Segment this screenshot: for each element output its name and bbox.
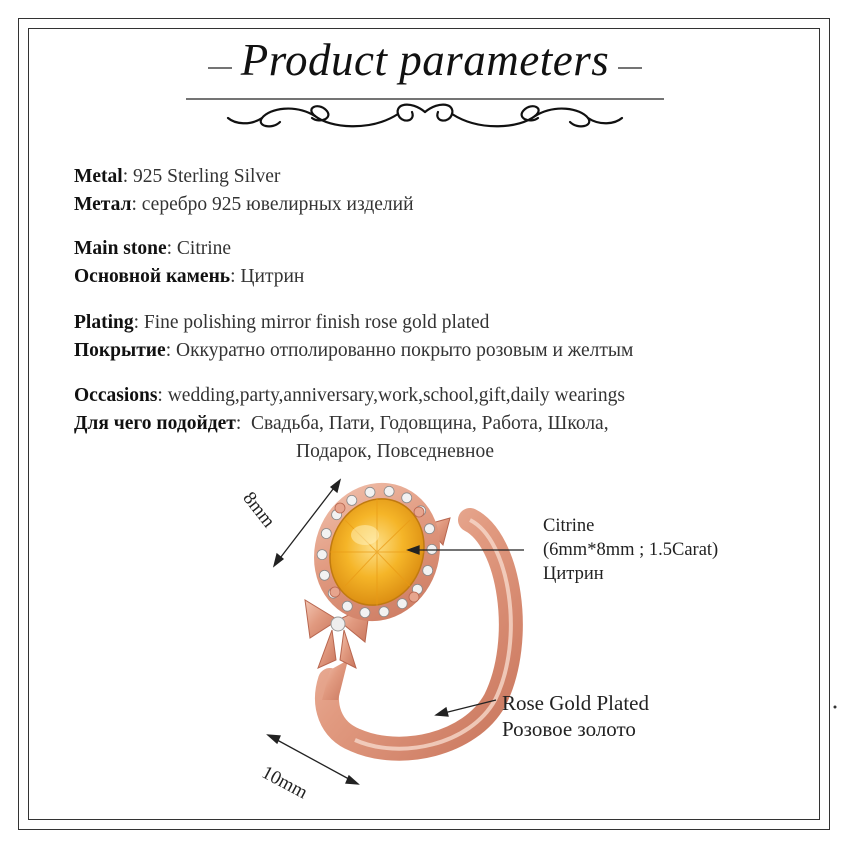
halo-stone [319, 569, 330, 581]
stone-name-ru: Цитрин [543, 564, 604, 584]
halo-stone [383, 485, 395, 497]
halo-stone [424, 523, 435, 535]
flourish-icon [226, 103, 624, 128]
param-label: Для чего подойдет [74, 413, 236, 434]
halo-stone [422, 565, 434, 576]
param-label: Plating [74, 312, 134, 333]
param-value: Свадьба, Пати, Годовщина, Работа, Школа, [250, 413, 609, 434]
param-sep: : [166, 238, 177, 259]
halo-stone [359, 607, 371, 618]
param-occasions: Occasions: wedding,party,anniversary,wor… [74, 382, 625, 466]
citrine-stone [329, 498, 425, 606]
title-background [232, 36, 618, 92]
param-sep: : [131, 194, 142, 215]
halo-stone [364, 486, 376, 498]
halo-stone [378, 606, 390, 618]
param-value: серебро 925 ювелирных изделий [141, 194, 414, 215]
halo-stone [401, 492, 413, 504]
dot-mark [833, 705, 837, 709]
page-title: Product parameters [240, 35, 610, 85]
param-label: Покрытие [74, 340, 166, 361]
stone-annotation: Citrine (6mm*8mm ; 1.5Carat) Цитрин [543, 514, 718, 586]
param-value: 925 Sterling Silver [133, 166, 281, 187]
outer-frame [18, 18, 830, 830]
plating-annotation: Rose Gold Plated Розовое золото [502, 690, 649, 742]
param-label: Main stone [74, 238, 167, 259]
plating-ru: Розовое золото [502, 717, 636, 741]
param-value: Fine polishing mirror finish rose gold p… [143, 312, 490, 333]
stone-size: (6mm*8mm ; 1.5Carat) [543, 540, 719, 560]
plating-en: Rose Gold Plated [502, 691, 649, 715]
param-value: Оккуратно отполированно покрыто розовым … [176, 340, 634, 361]
param-metal: Metal: 925 Sterling Silver Метал: серебр… [74, 163, 414, 219]
param-value: wedding,party,anniversary,work,school,gi… [167, 385, 625, 406]
dimension-arrows [266, 478, 524, 785]
param-value: Подарок, Повседневное [296, 441, 495, 462]
param-plating: Plating: Fine polishing mirror finish ro… [74, 309, 633, 365]
stone-name-en: Citrine [543, 516, 595, 536]
param-value: Citrine [176, 238, 232, 259]
halo-stone [316, 549, 328, 560]
prongs [329, 502, 425, 603]
param-label: Основной камень [74, 266, 231, 287]
param-sep: : [165, 340, 176, 361]
param-main-stone: Main stone: Citrine Основной камень: Цит… [74, 235, 304, 291]
param-sep: : [122, 166, 134, 187]
bow-left-icon [304, 599, 371, 669]
param-sep: : [157, 385, 168, 406]
param-sep: : [235, 413, 251, 434]
param-label: Metal [74, 166, 123, 187]
inner-frame [28, 28, 820, 820]
param-sep: : [230, 266, 241, 287]
halo-stone [346, 494, 358, 506]
param-sep: : [133, 312, 144, 333]
param-value: Цитрин [240, 266, 305, 287]
halo-stone [396, 598, 408, 609]
param-label: Метал [74, 194, 132, 215]
halo-stone [320, 528, 332, 539]
param-label: Occasions [74, 385, 158, 406]
halo-stone [341, 600, 353, 612]
